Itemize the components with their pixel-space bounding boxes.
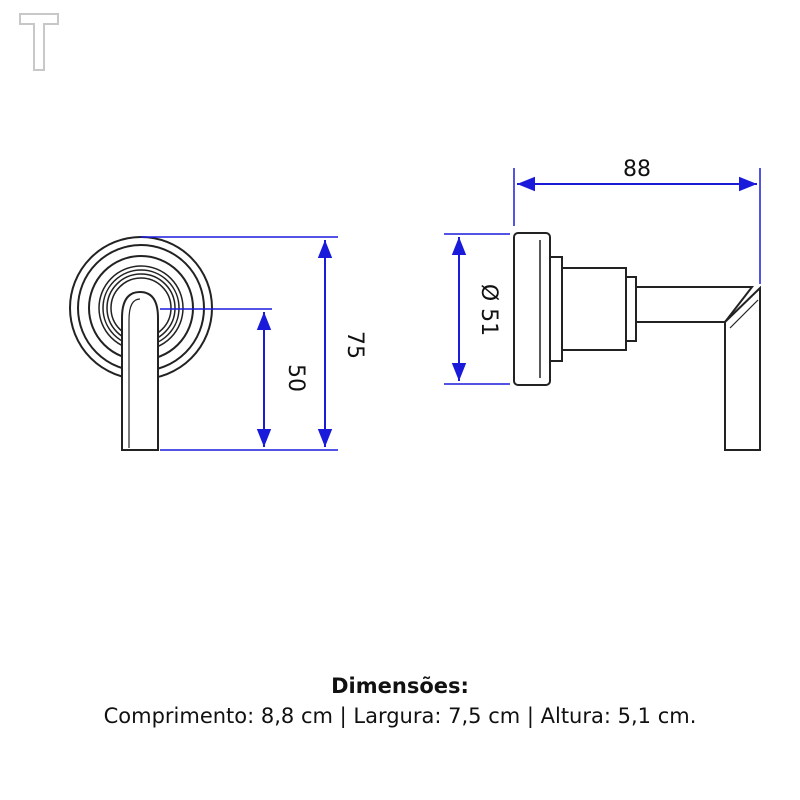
front-lever — [121, 290, 159, 451]
brand-logo-icon — [19, 13, 59, 71]
front-extension-lines — [141, 236, 338, 451]
side-extension-lines — [444, 168, 761, 385]
side-flange — [513, 232, 551, 386]
caption-title: Dimensões: — [331, 674, 469, 698]
dimension-diameter-51: Ø 51 — [451, 237, 501, 381]
dimension-label-75: 75 — [342, 331, 367, 359]
side-view — [513, 232, 761, 451]
front-view — [69, 236, 213, 451]
dimension-label-50: 50 — [283, 364, 308, 392]
side-cap — [625, 276, 637, 342]
dimension-label-diameter-51: Ø 51 — [476, 284, 501, 336]
side-collar — [549, 256, 563, 362]
dimension-50: 50 — [256, 312, 308, 447]
dimension-88: 88 — [517, 157, 757, 192]
caption-dimensions: Comprimento: 8,8 cm | Largura: 7,5 cm | … — [103, 704, 697, 728]
side-body — [561, 267, 627, 351]
dimension-75: 75 — [317, 240, 367, 447]
dimension-label-88: 88 — [623, 157, 651, 182]
side-lever — [724, 285, 761, 451]
